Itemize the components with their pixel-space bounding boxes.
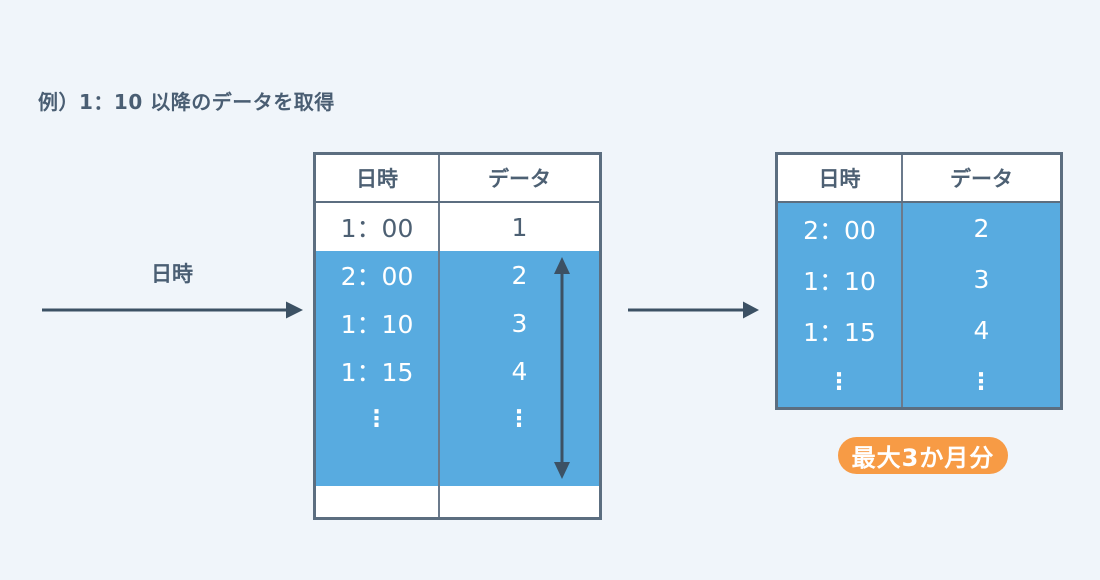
page-title: 例）1：10 以降のデータを取得 xyxy=(38,90,335,114)
cell-datetime: 1：15 xyxy=(316,347,440,395)
result-header-data: データ xyxy=(950,167,1013,191)
cell-datetime: 2：00 xyxy=(316,251,440,299)
result-header-datetime: 日時 xyxy=(778,155,903,201)
table-row: 1：10 3 xyxy=(778,254,1060,305)
cell-datetime: 2：00 xyxy=(778,203,903,254)
vertical-range-arrow-icon xyxy=(554,257,570,479)
max-duration-badge: 最大3か月分 xyxy=(838,437,1008,474)
source-table-header: 日時 データ xyxy=(316,155,599,203)
result-table-header: 日時 データ xyxy=(778,155,1060,203)
source-table: 日時 データ 1：00 1 2：00 2 1：10 3 1：15 4 ⋮ ⋮ xyxy=(313,152,602,520)
table-row: 1：15 4 xyxy=(316,347,599,395)
table-row: 1：10 3 xyxy=(316,299,599,347)
cell-data: 2 xyxy=(511,260,528,290)
right-arrow-icon xyxy=(628,301,759,319)
cell-datetime: 1：10 xyxy=(778,254,903,305)
cell-data: 2 xyxy=(973,214,990,243)
cell-data-ellipsis: ⋮ xyxy=(969,368,994,395)
empty-row xyxy=(316,486,599,517)
left-arrow-label: 日時 xyxy=(151,262,193,286)
cell-data: 3 xyxy=(511,308,528,338)
table-row: 1：00 1 xyxy=(316,203,599,251)
table-row: 2：00 2 xyxy=(316,251,599,299)
table-row: 2：00 2 xyxy=(778,203,1060,254)
right-arrow-icon xyxy=(42,301,303,319)
cell-datetime-ellipsis: ⋮ xyxy=(778,356,903,407)
table-row: ⋮ ⋮ xyxy=(316,395,599,443)
cell-data: 1 xyxy=(511,212,528,242)
source-header-data: データ xyxy=(488,167,551,191)
table-row: ⋮ ⋮ xyxy=(778,356,1060,407)
cell-data-ellipsis: ⋮ xyxy=(507,406,532,432)
cell-datetime: 1：15 xyxy=(778,305,903,356)
result-table: 日時 データ 2：00 2 1：10 3 1：15 4 ⋮ ⋮ xyxy=(775,152,1063,410)
cell-datetime: 1：00 xyxy=(316,203,440,251)
cell-data: 4 xyxy=(511,356,528,386)
table-row: 1：15 4 xyxy=(778,305,1060,356)
cell-datetime-ellipsis: ⋮ xyxy=(316,395,440,443)
highlight-filler xyxy=(316,443,599,486)
source-header-datetime: 日時 xyxy=(316,155,440,201)
cell-data: 3 xyxy=(973,265,990,294)
cell-data: 4 xyxy=(973,316,990,345)
cell-datetime: 1：10 xyxy=(316,299,440,347)
